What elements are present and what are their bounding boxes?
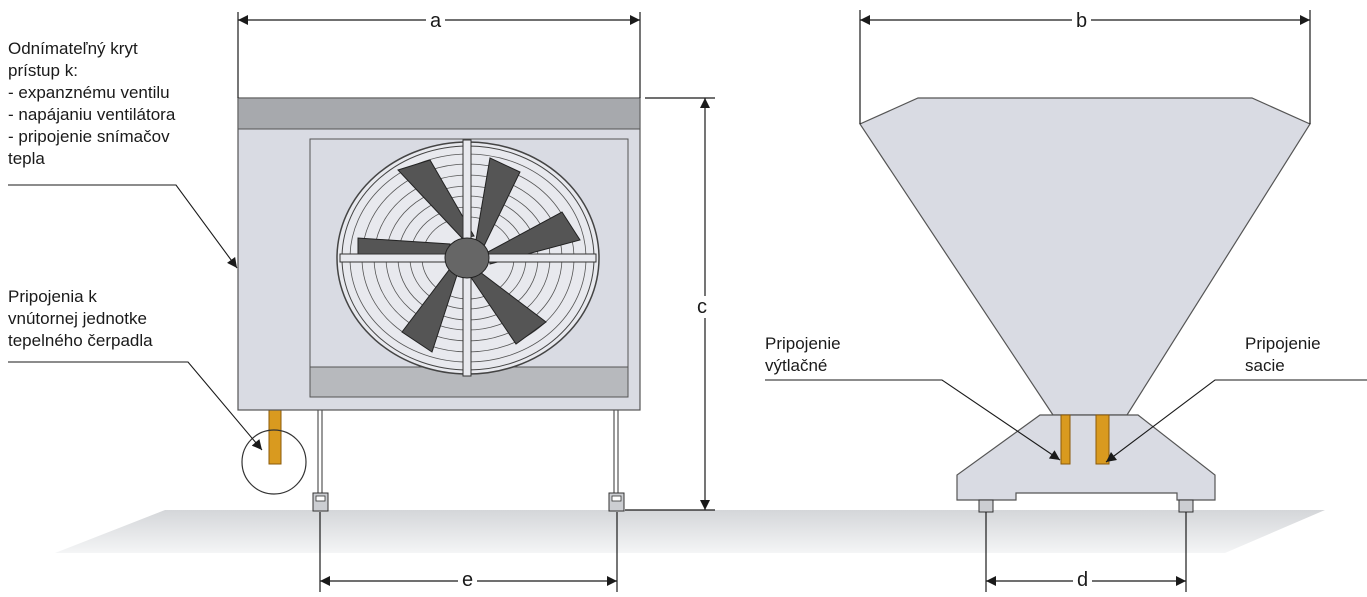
suction-leader bbox=[1105, 379, 1367, 463]
foot-right bbox=[1178, 499, 1194, 513]
dimension-d-label: d bbox=[1073, 569, 1093, 591]
leader-lines bbox=[8, 184, 1367, 463]
connections-annotation: Pripojenia k vnútornej jednotke tepelnéh… bbox=[8, 287, 153, 350]
suction-annotation: Pripojenie sacie bbox=[1245, 334, 1321, 375]
ground-plane bbox=[55, 510, 1325, 553]
fan bbox=[336, 139, 600, 377]
connections-leader bbox=[8, 361, 263, 451]
front-view bbox=[237, 97, 641, 512]
connection-highlight-circle bbox=[241, 429, 307, 495]
fan-hub bbox=[444, 237, 490, 279]
dimension-a-label: a bbox=[426, 10, 446, 32]
dimension-e-label: e bbox=[458, 569, 478, 591]
top-cover-band bbox=[237, 97, 641, 130]
side-body bbox=[859, 97, 1311, 416]
side-base bbox=[956, 414, 1216, 501]
dimension-c-label: c bbox=[693, 296, 711, 318]
foot-left bbox=[978, 499, 994, 513]
side-view bbox=[859, 97, 1311, 513]
connection-pipe bbox=[268, 409, 282, 465]
cover-leader bbox=[8, 184, 238, 269]
discharge-pipe bbox=[1060, 414, 1071, 465]
discharge-leader bbox=[765, 379, 1061, 461]
discharge-annotation: Pripojenie výtlačné bbox=[765, 334, 841, 375]
dimension-b-label: b bbox=[1072, 10, 1092, 32]
suction-pipe bbox=[1095, 414, 1110, 465]
cover-annotation: Odnímateľný kryt prístup k: - expanznému… bbox=[8, 39, 176, 168]
